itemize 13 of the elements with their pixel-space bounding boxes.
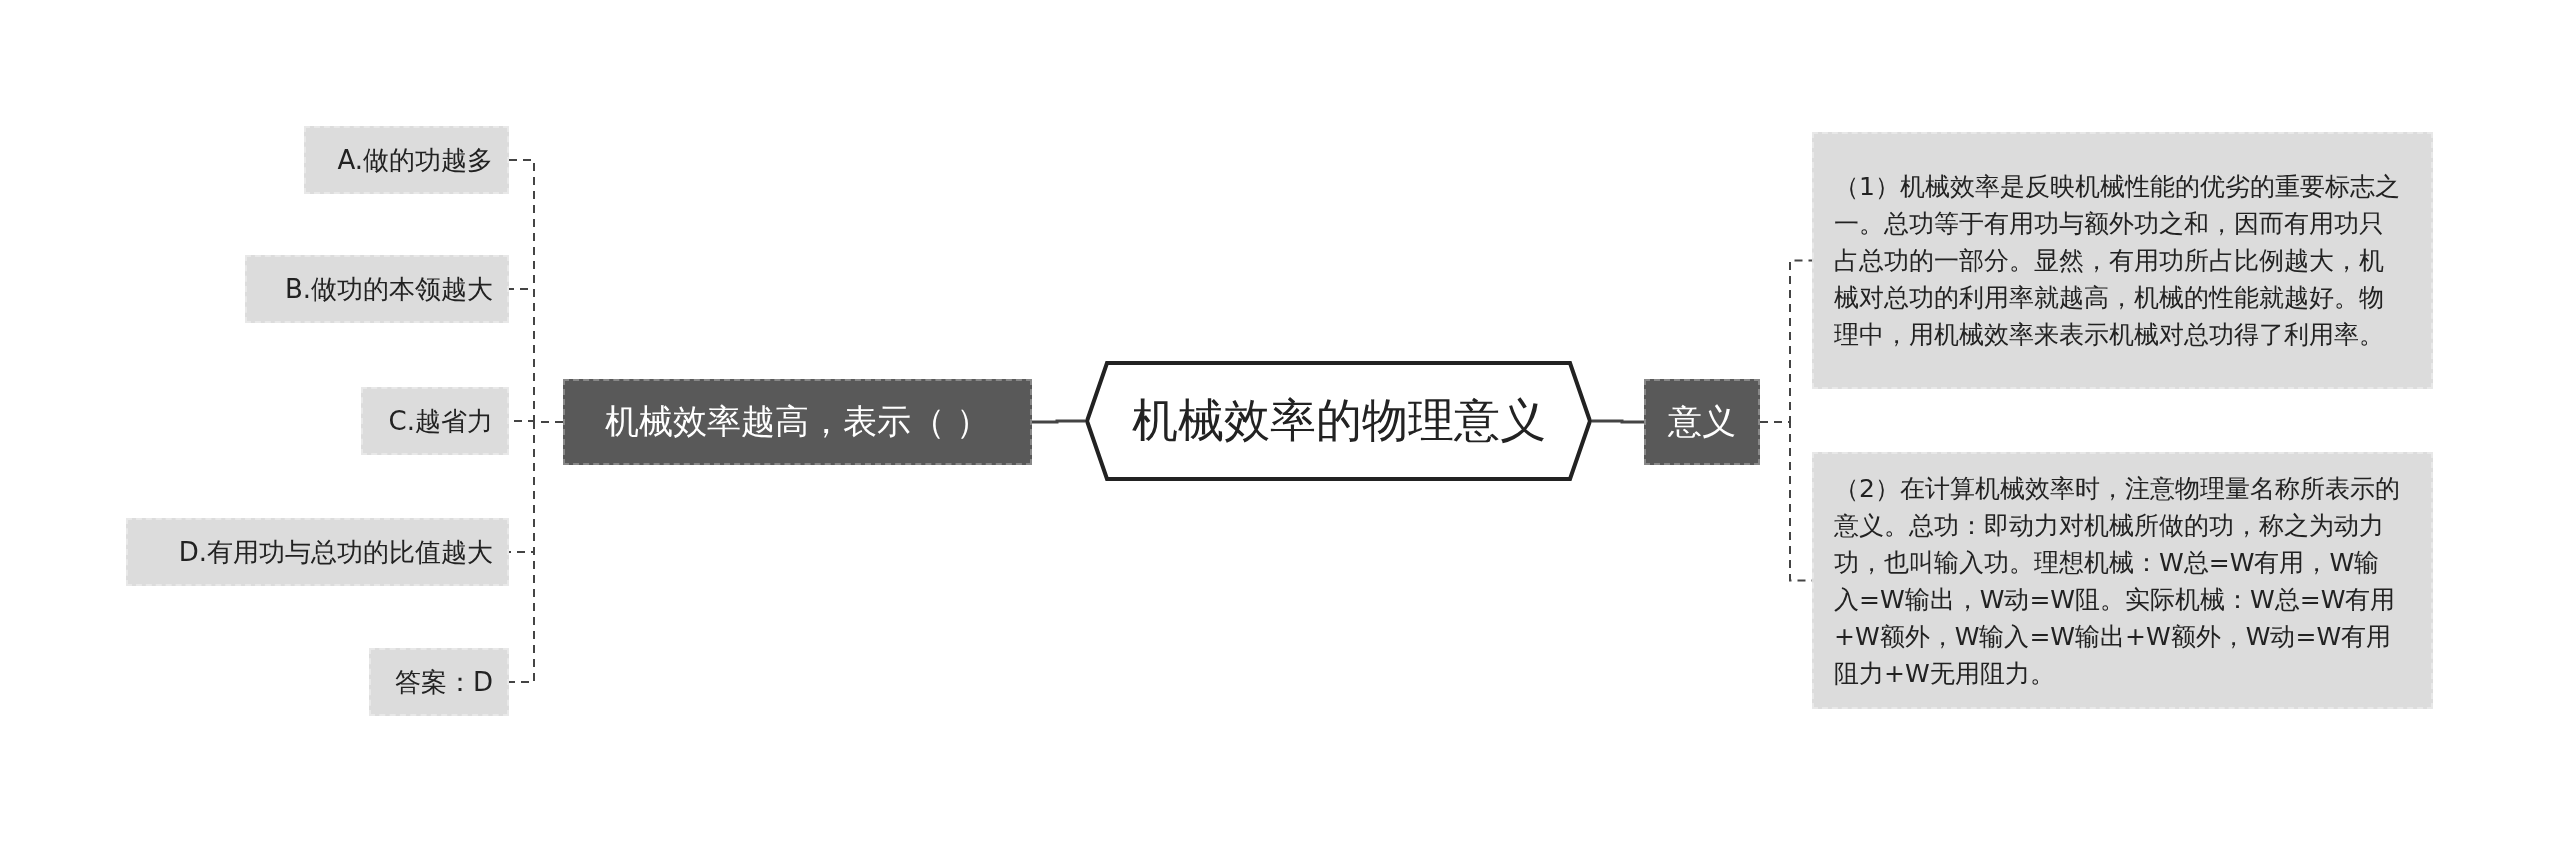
answer-option: B.做功的本领越大: [245, 255, 509, 323]
explanation-text: （1）机械效率是反映机械性能的优劣的重要标志之一。总功等于有用功与额外功之和，因而有用功只占总功的一部分。显然，有用功所占比例越大，机械对总功的利用率就越高，机械的性能就越好。物理中，用机械效率来表示机械对总功得了利用率。: [1812, 132, 2433, 389]
answer-option: C.越省力: [361, 387, 509, 455]
connector-line: [1592, 419, 1644, 424]
answer-option: 答案：D: [369, 648, 509, 716]
central-topic: 机械效率的物理意义: [1085, 361, 1592, 481]
topic-box: 机械效率越高，表示（ ）: [563, 379, 1032, 465]
topic-box: 意义: [1644, 379, 1760, 465]
connector-line: [508, 421, 564, 683]
connector-line: [1032, 419, 1085, 424]
explanation-text: （2）在计算机械效率时，注意物理量名称所表示的意义。总功：即动力对机械所做的功，称之为动力功，也叫输入功。理想机械：W总=W有用，W输入=W输出，W动=W阻。实际机械：W总=W有用+W额外，W输入=W输出+W额外，W动=W有用阻力+W无用阻力。: [1812, 452, 2433, 709]
answer-option: A.做的功越多: [304, 126, 509, 194]
answer-option: D.有用功与总功的比值越大: [126, 518, 509, 586]
